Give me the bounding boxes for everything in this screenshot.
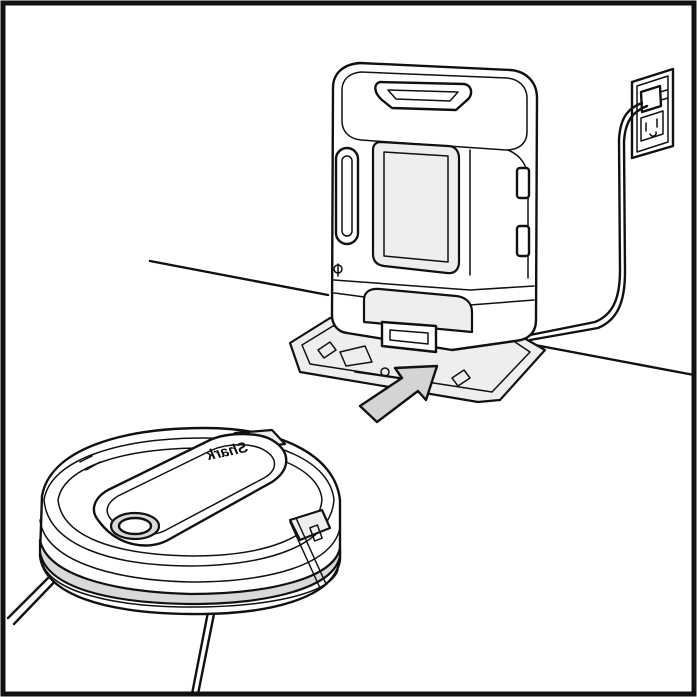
wall-outlet	[630, 67, 675, 160]
wall-floor-line	[148, 259, 696, 377]
robot-vacuum: Shark	[6, 426, 342, 696]
dock-tower	[330, 61, 539, 354]
direction-arrow	[358, 364, 439, 424]
power-cord	[528, 101, 649, 342]
